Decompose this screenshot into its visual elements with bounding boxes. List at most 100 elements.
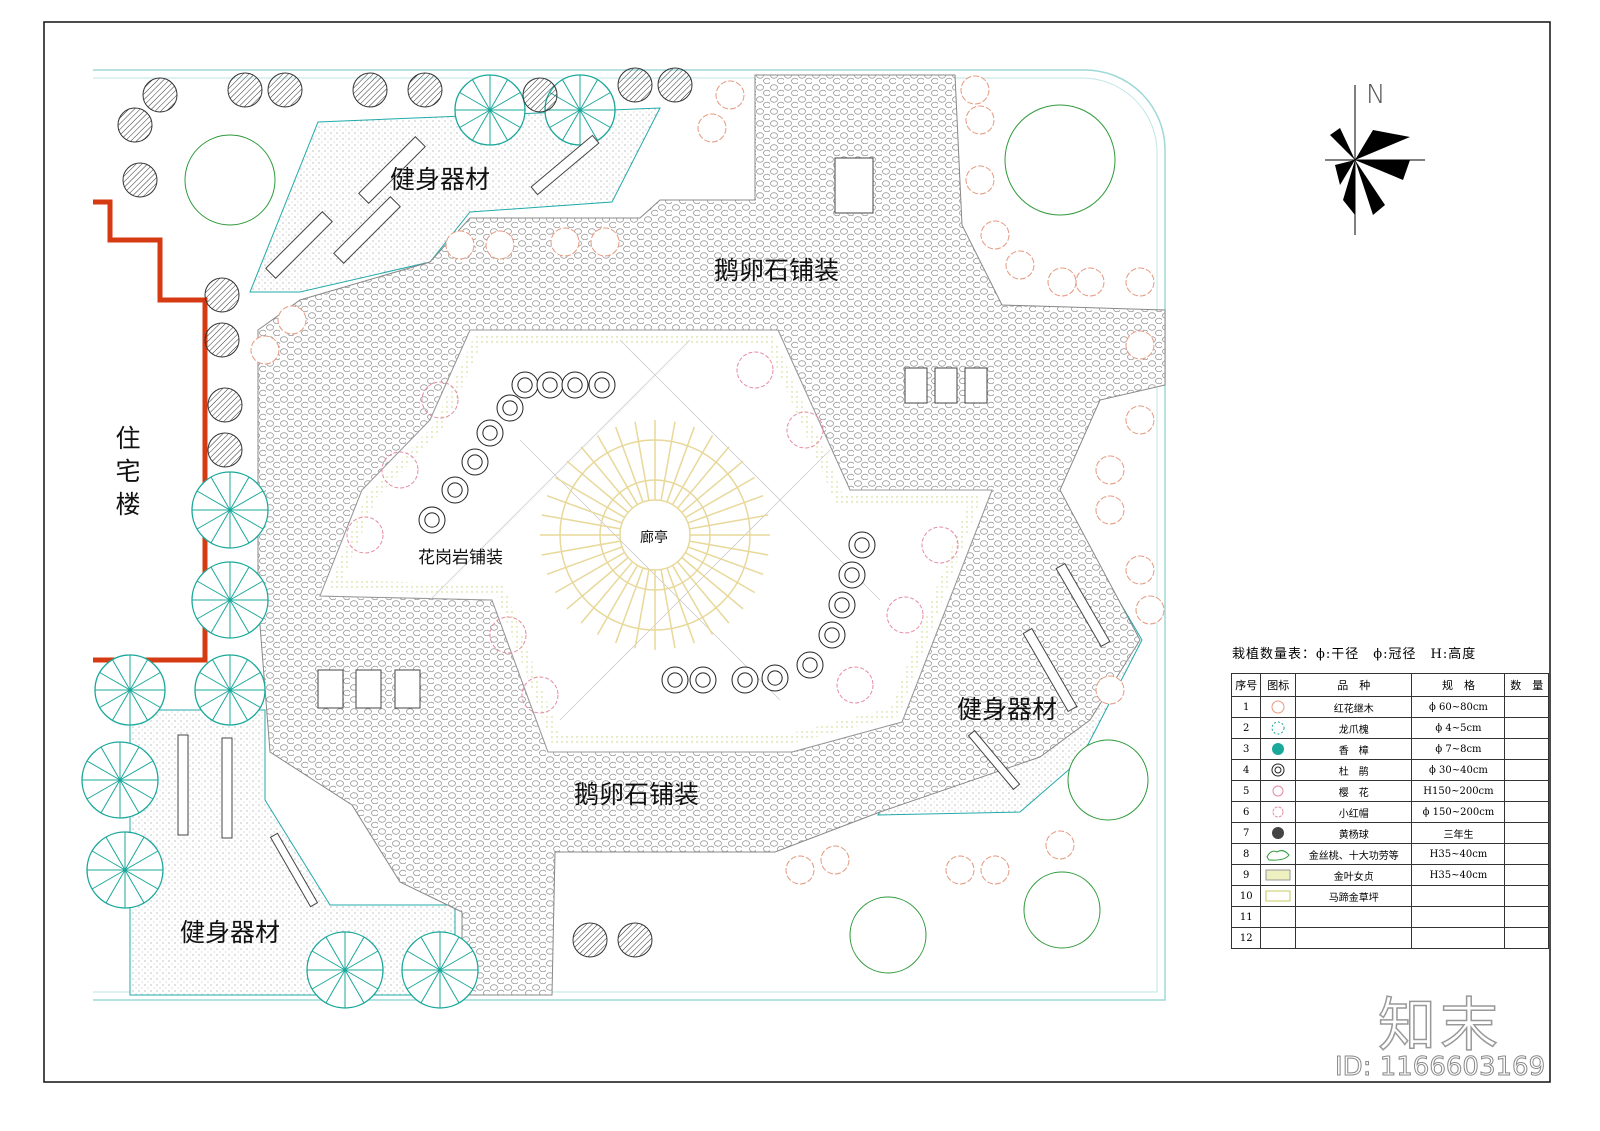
pavilion-beam: [684, 551, 755, 594]
shrub: [1004, 104, 1116, 216]
cell-qty: [1504, 717, 1549, 739]
red-flower-shrub-icon: [550, 227, 580, 257]
col-name: 品 种: [1294, 673, 1413, 697]
azalea-ring-icon: [561, 371, 589, 399]
red-flower-shrub-icon: [697, 113, 727, 143]
cherry-blossom-icon: [346, 516, 384, 554]
pavilion-beam: [687, 546, 764, 576]
site-boundary-inner: [93, 77, 1158, 993]
camphor-tree-icon: [1272, 743, 1285, 755]
azalea-ring-icon: [461, 448, 489, 476]
boxwood-ball-icon: [657, 67, 693, 103]
red-flower-shrub-icon: [445, 230, 475, 260]
cell-no: 11: [1230, 906, 1262, 928]
pavilion-beam: [555, 551, 626, 594]
cell-spec: [1411, 885, 1506, 907]
cell-no: 12: [1230, 927, 1262, 949]
watermark-id: ID: 1166603169: [1334, 1052, 1546, 1083]
pavilion-beam: [689, 514, 769, 530]
red-flower-shrub-icon: [590, 227, 620, 257]
cell-no: 3: [1230, 738, 1262, 760]
cherry-blossom-icon: [836, 666, 874, 704]
red-flower-shrub-icon: [715, 80, 745, 110]
red-flower-shrub-icon: [277, 305, 307, 335]
cell-name: 金叶女贞: [1294, 864, 1413, 886]
cell-no: 9: [1230, 864, 1262, 886]
col-icon: 图标: [1260, 673, 1296, 697]
lawn-icon: [1265, 890, 1291, 902]
boxwood-ball-icon: [117, 107, 153, 143]
red-flower-shrub-icon: [945, 855, 975, 885]
residential-building-label: 住宅楼: [112, 425, 141, 524]
red-flower-shrub-icon: [820, 845, 850, 875]
pavilion-beam: [555, 476, 626, 519]
fitness-label-top: 健身器材: [390, 165, 491, 194]
north-arrow: [1325, 85, 1425, 235]
pavilion-beam: [681, 556, 744, 610]
azalea-ring-icon: [588, 371, 616, 399]
pavilion-beam: [671, 435, 714, 506]
boxwood-ball-icon: [617, 67, 653, 103]
red-flower-shrub-icon: [1095, 455, 1125, 485]
fitness-label-bottom: 健身器材: [180, 918, 281, 947]
lawn-edge: [327, 335, 983, 745]
small-red-cap-icon: [1272, 806, 1284, 818]
cell-spec: H35~40cm: [1411, 864, 1506, 886]
azalea-ring-icon: [838, 561, 866, 589]
pavilion-beam: [671, 564, 714, 635]
cherry-blossom-icon: [921, 526, 959, 564]
cell-icon: [1260, 717, 1296, 739]
cell-icon: [1260, 822, 1296, 844]
cherry-blossom-icon: [421, 381, 459, 419]
cell-name: [1294, 927, 1413, 949]
cell-no: 1: [1230, 696, 1262, 718]
pavilion-beam: [614, 426, 644, 503]
boxwood-ball-icon: [204, 277, 240, 313]
cell-spec: ϕ 4~5cm: [1411, 717, 1506, 739]
azalea-ring-icon: [796, 651, 824, 679]
boxwood-ball-icon: [267, 72, 303, 108]
cell-qty: [1504, 759, 1549, 781]
azalea-ring-icon: [1271, 763, 1285, 777]
camphor-tree-icon: [86, 831, 164, 909]
golden-privet-icon: [1265, 869, 1291, 881]
cell-no: 10: [1230, 885, 1262, 907]
planting-table-title: 栽植数量表：ϕ:干径 ϕ:冠径 H:高度: [1232, 647, 1477, 662]
cell-icon: [1260, 738, 1296, 760]
boxwood-ball-icon: [572, 922, 608, 958]
pavilion-beam: [566, 556, 629, 610]
dashed-circle-tree-icon: [1271, 721, 1285, 735]
cell-spec: ϕ 7~8cm: [1411, 738, 1506, 760]
camphor-tree-icon: [191, 471, 269, 549]
drawing-frame: [43, 21, 1551, 1083]
pavilion-beam: [541, 540, 621, 556]
boxwood-ball-icon: [122, 162, 158, 198]
red-flower-shrub-icon: [1045, 830, 1075, 860]
camphor-tree-icon: [194, 654, 266, 726]
granite-label: 花岗岩铺装: [418, 548, 503, 568]
pavilion-beam: [634, 569, 650, 649]
north-label: N: [1366, 80, 1386, 110]
pavilion-beam: [676, 561, 730, 624]
cell-no: 5: [1230, 780, 1262, 802]
pavilion-beam: [676, 446, 730, 509]
cell-name: 香 樟: [1294, 738, 1413, 760]
shrub: [1067, 739, 1149, 821]
azalea-ring-icon: [731, 666, 759, 694]
pavilion-beam: [681, 460, 744, 514]
boxwood-ball-icon: [204, 322, 240, 358]
azalea-ring-icon: [496, 394, 524, 422]
cherry-blossom-icon: [736, 351, 774, 389]
red-flower-shrub-icon: [485, 230, 515, 260]
boxwood-ball-icon: [207, 432, 243, 468]
cell-no: 7: [1230, 822, 1262, 844]
pebble-label-bottom: 鹅卵石铺装: [574, 780, 700, 809]
cell-qty: [1504, 927, 1549, 949]
pavilion-beam: [546, 546, 623, 576]
pavilion-beam: [634, 421, 650, 501]
col-spec: 规 格: [1411, 673, 1506, 697]
